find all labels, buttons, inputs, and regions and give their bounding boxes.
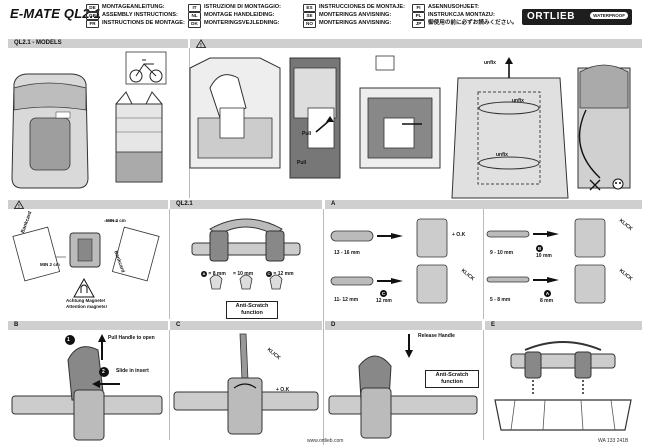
section-title: B (14, 322, 19, 328)
step-1-badge: 1 (67, 337, 70, 343)
magnet-warning-line1: Achtung Magnete! (66, 298, 106, 303)
section-a-illustration (330, 218, 606, 304)
section-bar-warning1: ! (190, 39, 642, 49)
a-badge: A (544, 290, 551, 297)
section-bar-d: D (325, 321, 482, 330)
lang-text: INSTRUKCJA MONTAZU: (428, 12, 495, 18)
insert-c-badge: C = 12 mm (266, 271, 294, 277)
warning-mark: ! (200, 43, 202, 49)
section-bar-e: E (485, 321, 642, 330)
dia-11-12: 11- 12 mm (334, 297, 359, 303)
section-bar-b: B (8, 321, 168, 330)
section-title: E (491, 322, 496, 328)
pull-label-2: Pull (297, 160, 307, 166)
lang-text: MONTERINGS ANVISNING: (319, 20, 392, 26)
slide-insert-label: Slide in insert (116, 368, 149, 374)
magnet-warning-illustration (12, 220, 160, 298)
section-bar-warning2: ! (8, 200, 168, 210)
logo-badge: WATERPROOF (590, 12, 628, 19)
lang-code: DE (86, 4, 99, 12)
dia-9-10: 9 - 10 mm (490, 250, 514, 256)
lang-code: FR (86, 20, 99, 28)
lang-code: NO (303, 20, 316, 28)
anti-scratch-box-2: Anti-Scratch function (425, 370, 479, 388)
section-title: QL2.1 - MODELS (14, 40, 62, 46)
lang-text: MONTERINGS ANVISNING: (319, 12, 392, 18)
section-d-illustration (328, 334, 478, 439)
lang-text: ASSEMBLY INSTRUCTIONS: (102, 12, 178, 18)
c-badge: C (380, 290, 387, 297)
unfix-label-top: unfix (484, 60, 496, 66)
min-top-label: MIN 2 cm (106, 218, 126, 223)
lang-code: DK (188, 20, 201, 28)
lang-text: INSTRUCTIONS DE MONTAGE: (102, 20, 185, 26)
lang-code: PL (412, 12, 425, 20)
lang-text: MONTAGEANLEITUNG: (102, 4, 165, 10)
ortlieb-logo: ORTLIEB WATERPROOF (522, 9, 632, 25)
lang-text: MONTERINGSVEJLEDNING: (204, 20, 280, 26)
section-e-illustration (494, 341, 632, 431)
ql21-hook-illustration (191, 218, 301, 290)
section-bar-c: C (170, 321, 322, 330)
lang-text: 御使用の前に必ずお読みください。 (428, 20, 518, 26)
logo-brand: ORTLIEB (527, 11, 576, 22)
dia-5-8: 5 - 8 mm (490, 297, 511, 303)
models-illustration (11, 51, 167, 189)
unfix-label-mid: unfix (512, 98, 524, 104)
magnet-warning-line2: Attention magnets! (66, 304, 107, 309)
insert-a-badge: A = 8 mm (201, 271, 226, 277)
lang-text: INSTRUCCIONES DE MONTAJE: (319, 4, 405, 10)
warning-mark: ! (18, 204, 20, 210)
lang-code: ES (303, 4, 316, 12)
section-title: C (176, 322, 181, 328)
warning-icon: ! (195, 39, 207, 49)
lang-code: FI (412, 4, 425, 12)
section-bar-models: QL2.1 - MODELS (8, 39, 188, 48)
min-left-label: MIN 2 cm (40, 262, 60, 267)
insert-10mm: 10 mm (536, 253, 552, 259)
document-number: WA 133 241B (598, 438, 629, 444)
lang-code: GB (86, 12, 99, 20)
section-b-illustration (11, 334, 163, 441)
b-badge: B (536, 245, 543, 252)
insert-8mm: 8 mm (540, 298, 554, 304)
release-handle-label: Release Handle (418, 333, 455, 339)
section-c-illustration (173, 333, 319, 435)
ok-label-c: + O.K (276, 387, 290, 393)
lang-text: ISTRUZIONI DI MONTAGGIO: (204, 4, 281, 10)
insert-12mm: 12 mm (376, 298, 392, 304)
warning-steps-illustration (189, 55, 631, 199)
dia-13-16: 13 - 16 mm (334, 250, 360, 256)
ok-label-a: + O.K (452, 232, 466, 238)
section-bar-a: A (325, 200, 642, 209)
lang-code: SE (303, 12, 316, 20)
section-title: D (331, 322, 336, 328)
section-title: QL2.1 (176, 201, 193, 207)
section-bar-ql21: QL2.1 (170, 200, 322, 209)
anti-scratch-box: Anti-Scratch function (226, 301, 278, 319)
lang-code: JP (412, 20, 425, 28)
unfix-label-low: unfix (496, 152, 508, 158)
step-2-badge: 2 (102, 369, 105, 375)
website-footer: www.ortlieb.com (307, 438, 344, 444)
lang-code: IT (188, 4, 201, 12)
section-title: A (331, 201, 336, 207)
insert-b-size: = 10 mm (233, 271, 254, 277)
lang-text: ASENNUSOHJEET: (428, 4, 479, 10)
pull-label: Pull (302, 131, 312, 137)
warning-icon: ! (13, 200, 25, 210)
lang-text: MONTAGE HANDLEIDING: (204, 12, 275, 18)
lang-code: NL (188, 12, 201, 20)
document-title: E-MATE QL2.1 (10, 6, 102, 21)
pull-handle-label: Pull Handle to open (108, 335, 155, 341)
